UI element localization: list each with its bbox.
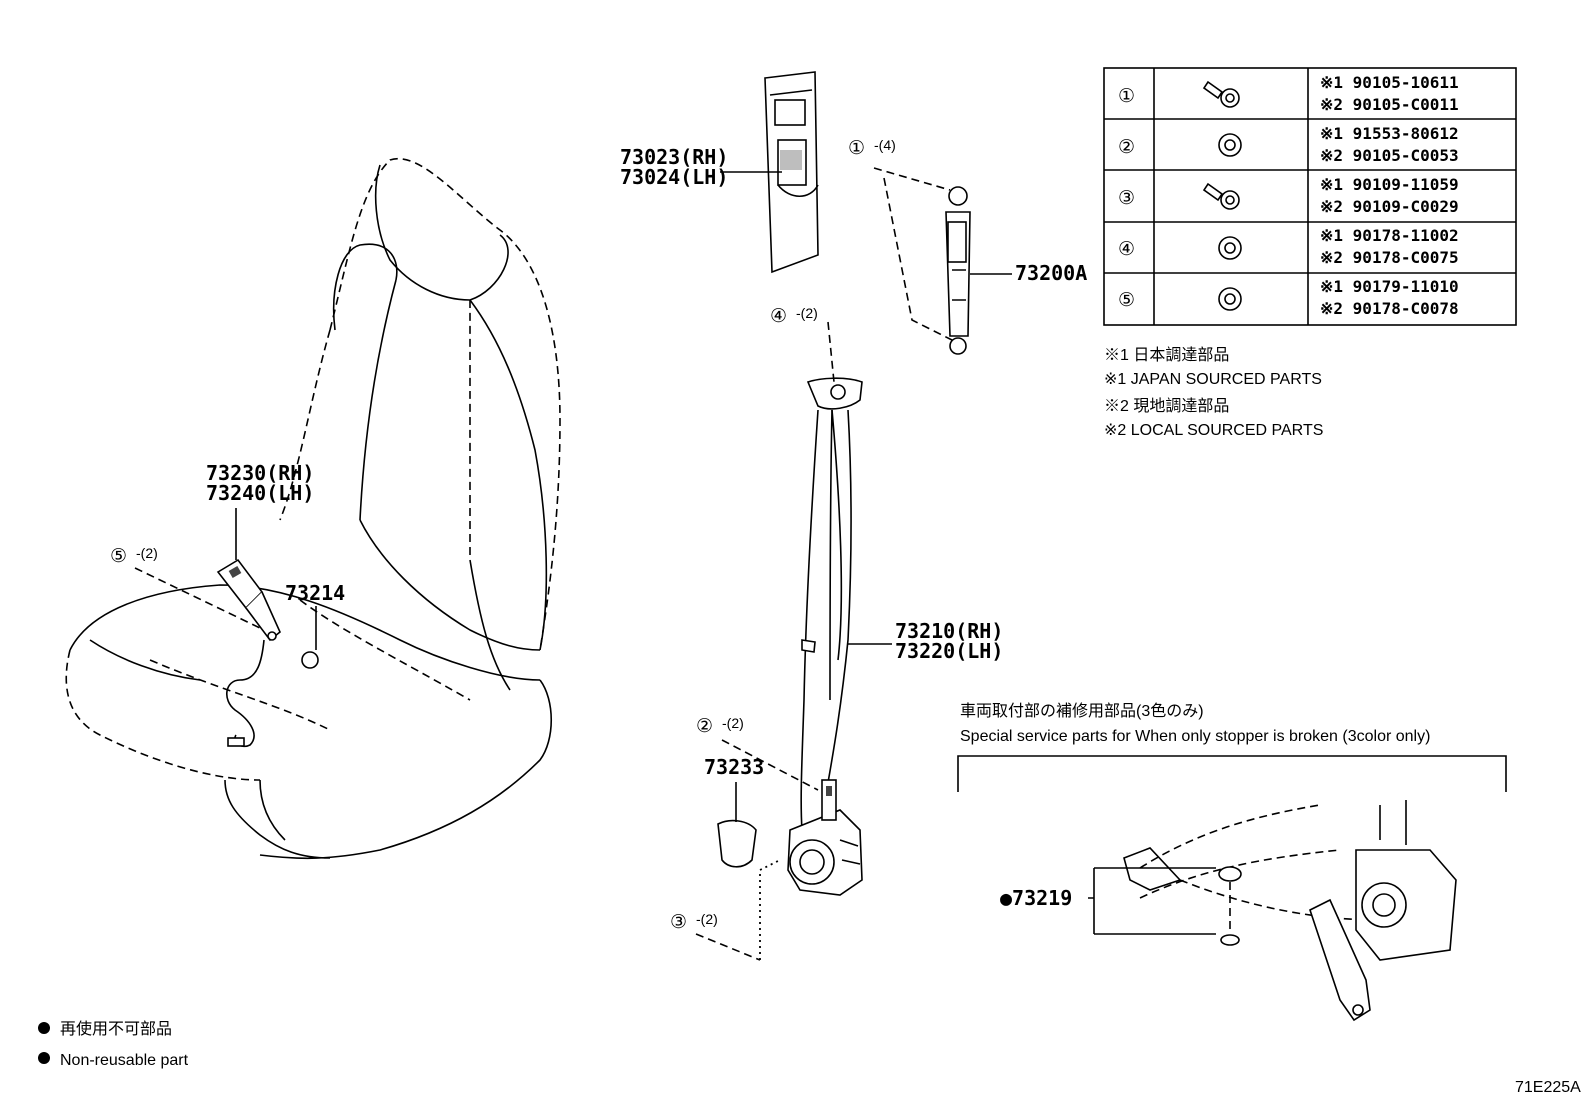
pillar-trim-73023 [764,71,819,274]
nut-icon [1218,287,1242,311]
callout-73233: 73233 [704,755,764,779]
fastener-ref-1-num: ① [848,138,865,159]
special-parts-title-jp: 車両取付部の補修用部品(3色のみ) [960,702,1204,720]
seat-drawing [65,157,561,860]
seatbelt-buckle-73230 [216,558,281,748]
fastener-ref-4-qty: -(2) [796,305,818,321]
cap-73214 [301,651,319,669]
table-row-3-pn2: ※2 90109-C0029 [1320,197,1459,216]
note-2-en: ※2 LOCAL SOURCED PARTS [1104,422,1323,439]
fastener-ref-5-num: ⑤ [110,546,127,567]
fastener-table: ① ※1 90105-10611 ※2 90105-C0011 ② ※1 915… [1103,67,1517,326]
special-parts-title-en: Special service parts for When only stop… [960,728,1430,745]
note-2-jp: ※2 現地調達部品 [1104,397,1229,415]
callout-73023: 73023(RH) [620,145,728,169]
fastener-ref-3-qty: -(2) [696,911,718,927]
callout-73214: 73214 [285,581,345,605]
note-1-en: ※1 JAPAN SOURCED PARTS [1104,371,1322,388]
table-row-2-num: ② [1118,137,1135,158]
non-reusable-bullet-icon [38,1022,50,1034]
fastener-ref-2-num: ② [696,716,713,737]
table-row-2-pn2: ※2 90105-C0053 [1320,146,1459,165]
fastener-ref-4-num: ④ [770,306,787,327]
fastener-ref-1-qty: -(4) [874,137,896,153]
fastener-ref-3-num: ③ [670,912,687,933]
table-row-1-pn2: ※2 90105-C0011 [1320,95,1459,114]
bolt-icon [1202,80,1240,108]
nut-icon [1218,133,1242,157]
legend-jp: 再使用不可部品 [60,1020,172,1038]
retractor-cover-73233 [717,819,757,868]
callout-73200A: 73200A [1015,261,1087,285]
diagram-code: 71E225A [1515,1079,1581,1096]
table-row-3-pn1: ※1 90109-11059 [1320,175,1459,194]
bolt-icon [1202,182,1240,210]
table-row-2-pn1: ※1 91553-80612 [1320,124,1459,143]
fastener-ref-5-qty: -(2) [136,545,158,561]
table-row-4-pn2: ※2 90178-C0075 [1320,248,1459,267]
non-reusable-bullet-icon [38,1052,50,1064]
seatbelt-assembly-73210 [787,377,863,896]
legend-en: Non-reusable part [60,1052,189,1069]
table-row-1-num: ① [1118,86,1135,107]
table-row-1-pn1: ※1 90105-10611 [1320,73,1459,92]
callout-73230: 73230(RH) [206,461,314,485]
table-row-4-num: ④ [1118,239,1135,260]
table-row-5-pn1: ※1 90179-11010 [1320,277,1459,296]
callout-73024: 73024(LH) [620,165,728,189]
nut-icon [1218,236,1242,260]
callout-73210: 73210(RH) [895,619,1003,643]
stopper-detail-drawing [1123,800,1457,1022]
table-row-5-num: ⑤ [1118,290,1135,311]
table-row-3-num: ③ [1118,188,1135,209]
table-row-4-pn1: ※1 90178-11002 [1320,226,1459,245]
callout-73240: 73240(LH) [206,481,314,505]
table-row-5-pn2: ※2 90178-C0078 [1320,299,1459,318]
fastener-ref-2-qty: -(2) [722,715,744,731]
shoulder-adjuster-73200A [945,186,971,355]
callout-73220: 73220(LH) [895,639,1003,663]
note-1-jp: ※1 日本調達部品 [1104,346,1229,364]
callout-73219: ●73219 [1000,886,1072,910]
